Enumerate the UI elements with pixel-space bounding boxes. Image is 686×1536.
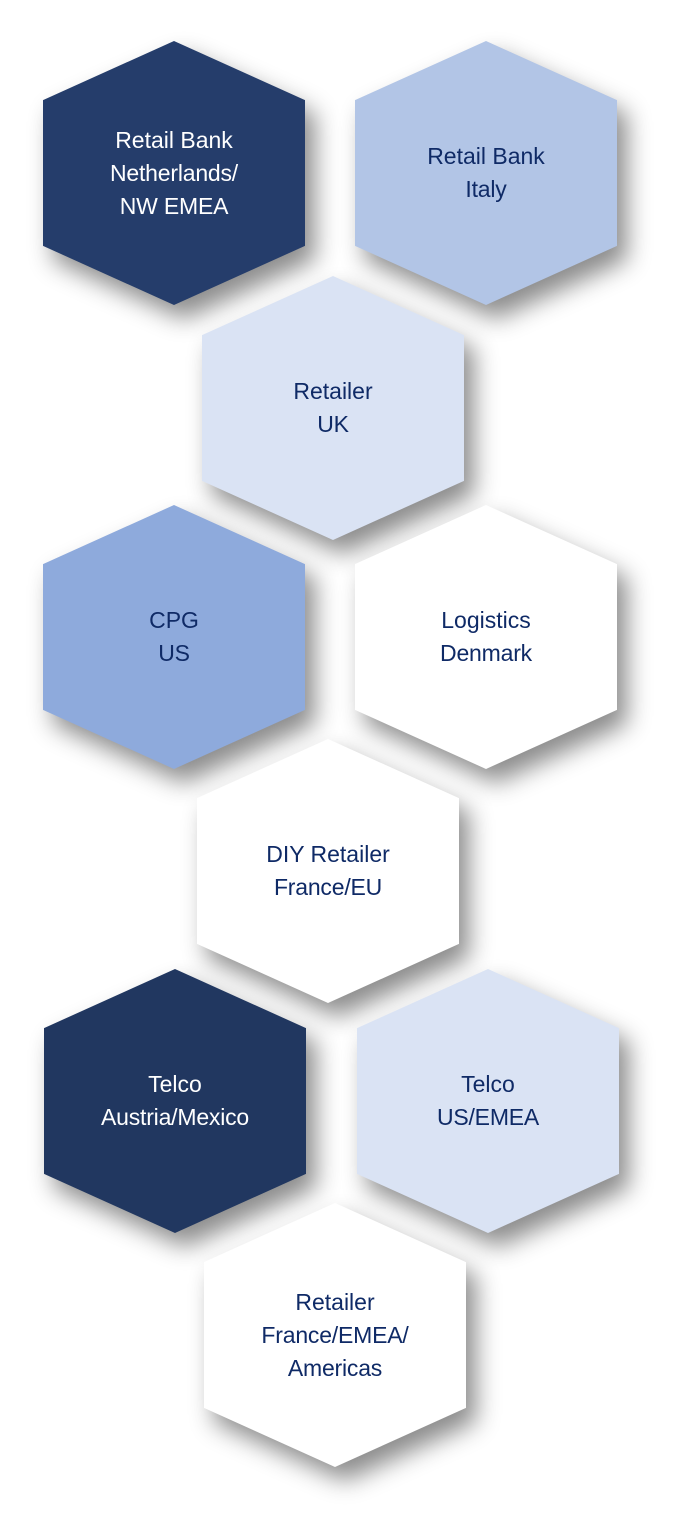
hex-title: CPG xyxy=(149,607,199,633)
hex-shape: Telco Austria/Mexico xyxy=(44,969,306,1233)
hex-shape: Retail Bank Italy xyxy=(355,41,617,305)
hex-retail-bank-netherlands: Retail Bank Netherlands/ NW EMEA xyxy=(43,41,305,305)
hex-subtitle: Italy xyxy=(465,176,507,202)
hex-subtitle: Denmark xyxy=(440,640,532,666)
hex-shape: Retailer UK xyxy=(202,276,464,540)
hex-logistics-denmark: Logistics Denmark xyxy=(355,505,617,769)
hex-subtitle: Netherlands/ xyxy=(109,159,238,186)
hex-subtitle: Austria/Mexico xyxy=(100,1104,250,1130)
hex-subtitle: France/EU xyxy=(273,874,383,900)
hex-telco-austria-mexico: Telco Austria/Mexico xyxy=(44,969,306,1233)
hex-subtitle: France/EMEA/ xyxy=(261,1321,409,1348)
hex-title: Retailer xyxy=(295,1288,375,1315)
hex-title: Retailer xyxy=(293,378,373,404)
hex-title: Retail Bank xyxy=(427,143,545,169)
hex-subtitle: US/EMEA xyxy=(436,1104,540,1130)
hex-subtitle: UK xyxy=(317,411,349,437)
hex-diy-retailer-france: DIY Retailer France/EU xyxy=(197,739,459,1003)
hex-shape: Telco US/EMEA xyxy=(357,969,619,1233)
hex-retailer-france-emea-americas: Retailer France/EMEA/ Americas xyxy=(204,1203,466,1467)
hex-subtitle: US xyxy=(158,640,190,666)
hex-title: Retail Bank xyxy=(115,126,233,153)
hex-title: DIY Retailer xyxy=(266,841,390,867)
hex-cpg-us: CPG US xyxy=(43,505,305,769)
hex-shape: CPG US xyxy=(43,505,305,769)
hex-shape: Retailer France/EMEA/ Americas xyxy=(204,1203,466,1467)
hex-telco-us-emea: Telco US/EMEA xyxy=(357,969,619,1233)
hex-retailer-uk: Retailer UK xyxy=(202,276,464,540)
hex-shape: Retail Bank Netherlands/ NW EMEA xyxy=(43,41,305,305)
hex-shape: DIY Retailer France/EU xyxy=(197,739,459,1003)
hex-title: Telco xyxy=(461,1071,515,1097)
hex-subtitle: NW EMEA xyxy=(119,192,229,219)
hex-title: Telco xyxy=(148,1071,202,1097)
hex-shape: Logistics Denmark xyxy=(355,505,617,769)
hex-subtitle: Americas xyxy=(287,1354,383,1381)
hex-retail-bank-italy: Retail Bank Italy xyxy=(355,41,617,305)
hex-title: Logistics xyxy=(441,607,531,633)
